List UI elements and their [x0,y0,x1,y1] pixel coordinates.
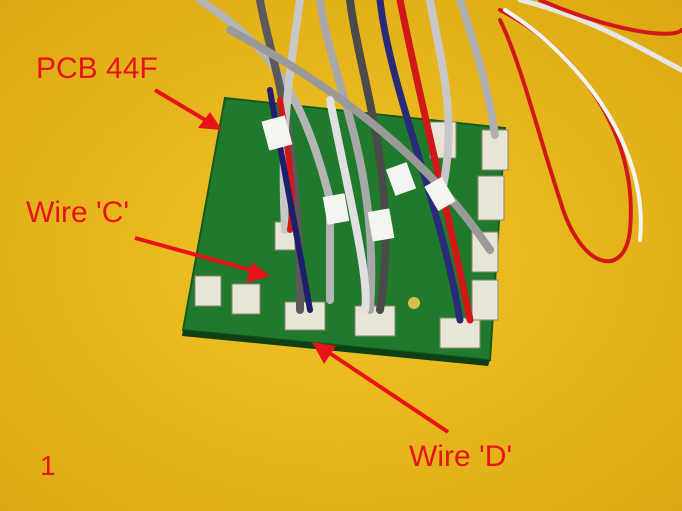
arrow-wire-d [323,348,450,434]
pcb-label: PCB 44F [36,52,158,85]
arrow-pcb [153,88,214,126]
wire-c-label: Wire 'C' [26,196,130,229]
annotation-arrows [134,88,450,434]
arrow-wire-c [134,236,259,274]
pcb-edge [182,330,490,366]
wire-tags [261,115,456,242]
wire-d-label: Wire 'D' [409,440,513,473]
pcb-led [408,297,420,309]
wire-bundle [196,0,682,324]
figure-number: 1 [40,450,56,481]
